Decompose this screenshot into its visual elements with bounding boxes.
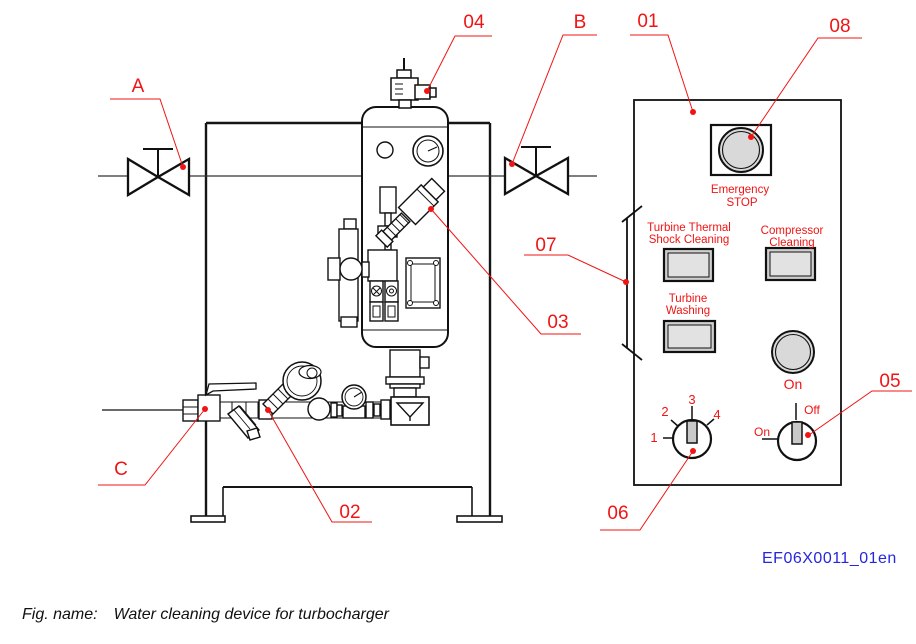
safety-valve-04 [390,58,437,109]
callout-02: 02 [339,502,361,523]
on-button-label: On [783,376,803,392]
figure-caption: Fig. name: Water cleaning device for turb… [22,606,389,624]
valve-b [503,146,570,196]
estop-label-line2: STOP [726,197,758,209]
caption-text: Water cleaning device for turbocharger [113,606,389,623]
compressor-cleaning-button[interactable] [764,246,817,282]
valve-block [367,249,399,322]
compressor-label-line2: Cleaning [769,237,815,249]
drain-elbow [385,349,430,426]
callout-04: 04 [463,12,485,33]
callout-07: 07 [535,235,557,256]
inlet-piping [102,361,391,441]
callout-06: 06 [607,503,629,524]
turbine-thermal-label-line1: Turbine Thermal [647,222,731,234]
callout-01: 01 [637,11,659,32]
frame [190,121,503,523]
callout-dots [180,88,811,454]
mode-selector-switch[interactable] [663,406,715,460]
injection-valve-03 [374,177,446,249]
drawing-code: EF06X0011_01en [762,550,897,567]
on-button[interactable] [771,330,815,374]
caption-prefix: Fig. name: [22,606,98,623]
power-on-label: On [753,425,771,439]
level-pipe [327,218,370,328]
mode-position-1: 1 [650,430,658,445]
mode-position-2: 2 [661,404,669,419]
callout-08: 08 [829,16,851,37]
mode-position-3: 3 [688,392,696,407]
turbine-washing-label-line1: Turbine [668,293,708,305]
turbine-thermal-shock-button[interactable] [662,247,715,283]
mounting-plate [405,257,441,309]
control-panel [621,99,842,486]
compressor-label-line1: Compressor [760,225,824,237]
turbine-thermal-label-line2: Shock Cleaning [648,234,730,246]
valve-a [126,148,191,198]
power-off-label: Off [804,403,820,417]
mode-position-4: 4 [713,407,721,422]
callout-a: A [131,76,145,97]
turbine-washing-label-line2: Washing [665,305,711,317]
leader-lines [98,34,912,531]
power-switch[interactable] [762,403,818,462]
emergency-stop-button[interactable] [709,123,773,177]
callout-c: C [114,459,128,480]
callout-03: 03 [547,312,569,333]
callout-05: 05 [879,371,901,392]
estop-label-line1: Emergency [710,184,770,196]
callout-b: B [573,12,587,33]
turbine-washing-button[interactable] [662,319,717,354]
